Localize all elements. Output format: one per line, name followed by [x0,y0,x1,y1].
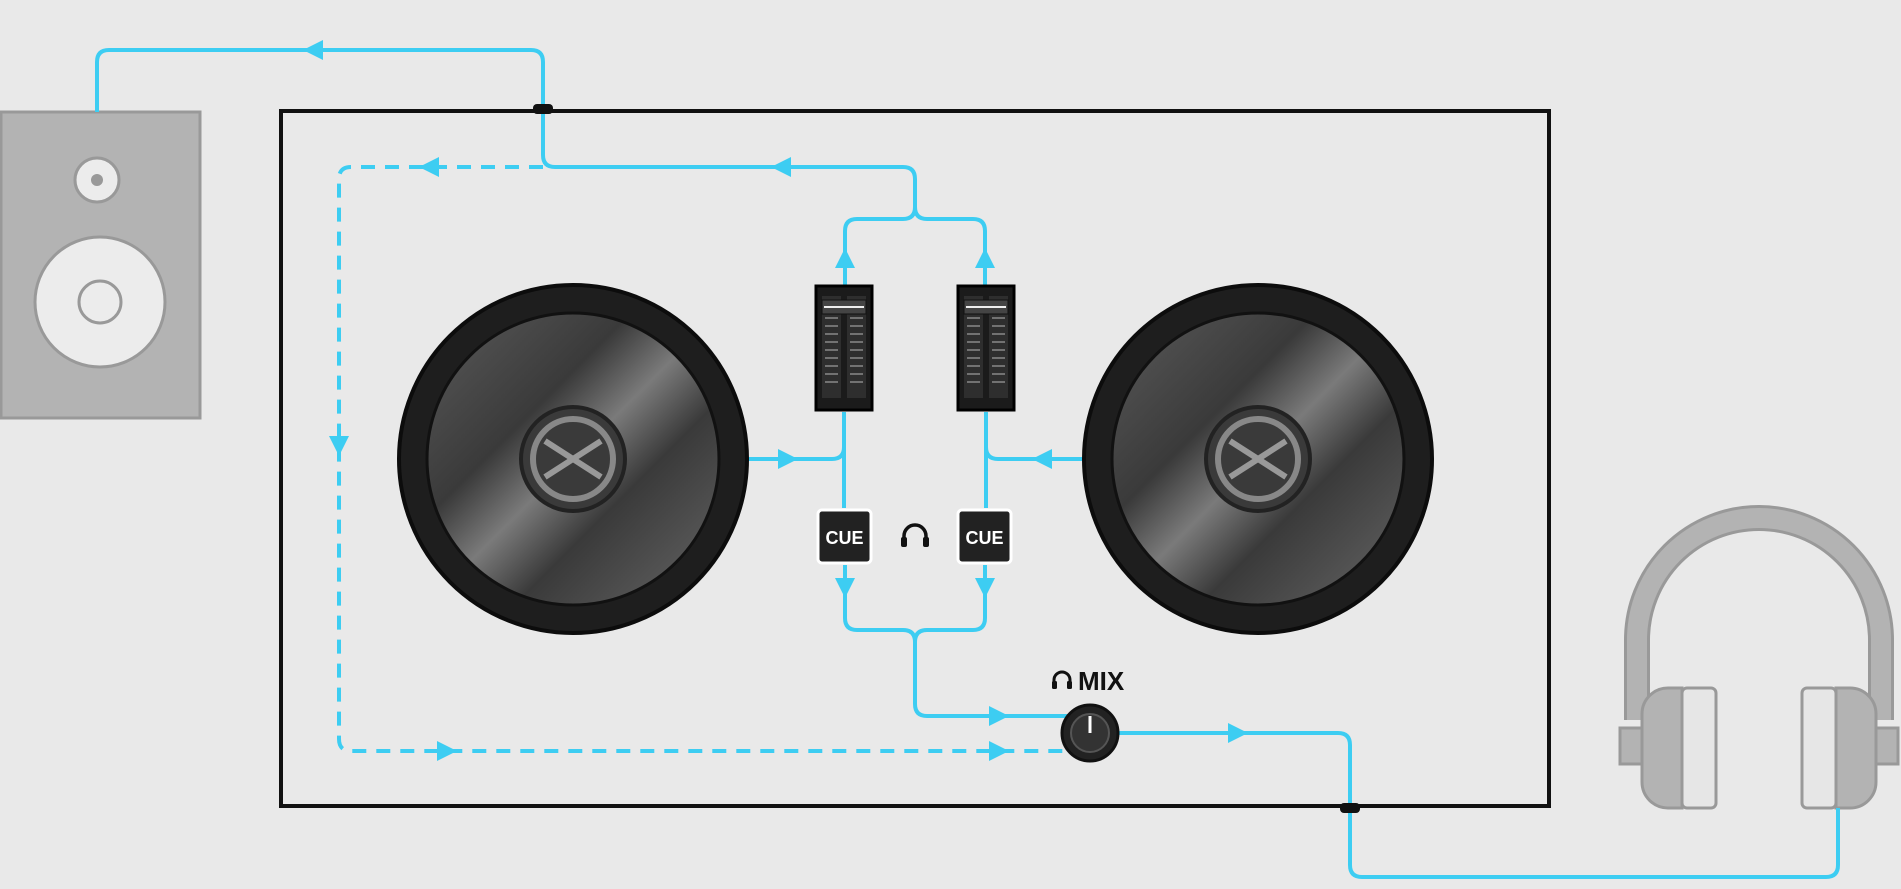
headphone-cue-icon [901,523,929,547]
cue-button-left[interactable]: CUE [816,508,873,565]
channel-fader-left[interactable] [814,284,874,412]
jog-wheel-right[interactable] [1082,283,1434,635]
master-output-port [533,104,553,114]
channel-fader-right[interactable] [956,284,1016,412]
mix-label-text: MIX [1078,666,1125,696]
cue-button-right[interactable]: CUE [956,508,1013,565]
signal-paths [95,48,1840,879]
cue-button-right-label: CUE [965,528,1003,548]
jog-wheel-left[interactable] [397,283,749,635]
mix-headphone-icon [1052,670,1072,689]
headphone-output-port [1340,803,1360,813]
master-cue-path [337,165,1068,753]
mix-knob-icon[interactable] [1060,703,1120,763]
flow-arrows [303,40,1248,761]
speaker-icon [0,110,202,420]
cue-button-left-label: CUE [825,528,863,548]
headphones-icon [1618,505,1900,810]
mix-label: MIX [1052,666,1125,696]
